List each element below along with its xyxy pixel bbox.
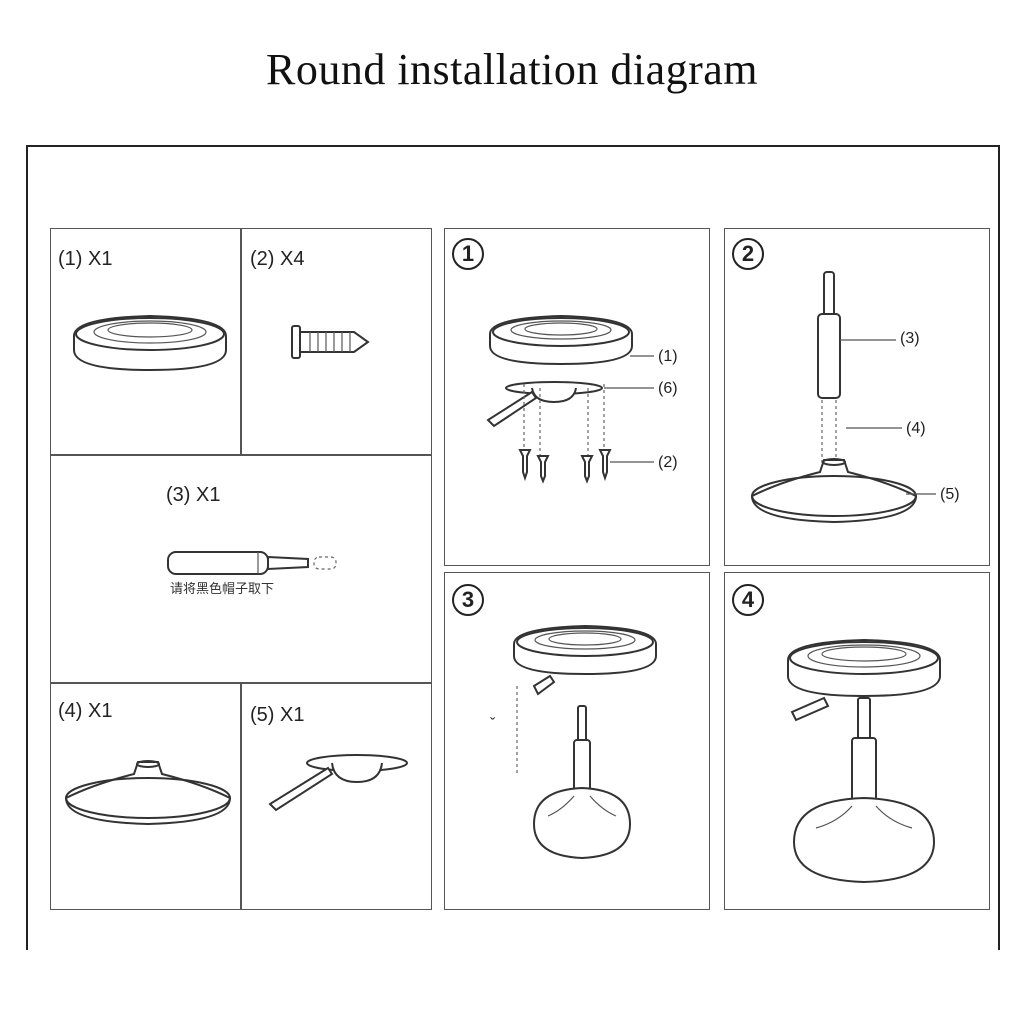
base-icon — [64, 760, 232, 826]
step-3-mark: ˇ — [490, 716, 496, 733]
step-3-guide-line — [516, 686, 518, 776]
step-1-callout-1: (1) — [658, 348, 678, 365]
mechanism-icon — [268, 754, 408, 812]
part-2-label: (2) X4 — [250, 248, 305, 270]
step-1-cell — [444, 228, 710, 566]
step-4-cell — [724, 572, 990, 910]
step-2-callout-5: (5) — [940, 486, 960, 503]
step-2-callout-lines — [840, 339, 936, 495]
part-4-label: (4) X1 — [58, 700, 113, 722]
step-1-seat-icon — [489, 314, 633, 366]
step-2-callout-4: (4) — [906, 420, 926, 437]
step-2-callout-3: (3) — [900, 330, 920, 347]
screw-icon — [291, 325, 370, 359]
part-5-cell — [240, 682, 432, 910]
step-3-number: 3 — [452, 582, 484, 616]
part-3-label: (3) X1 — [166, 484, 221, 506]
part-5-label: (5) X1 — [250, 704, 305, 726]
step-1-callout-lines — [604, 355, 654, 463]
seat-cushion-icon — [73, 314, 227, 372]
step-2-cylinder-icon — [817, 271, 841, 468]
step-1-callout-2: (2) — [658, 454, 678, 471]
step-3-cell — [444, 572, 710, 910]
step-2-number: 2 — [732, 236, 764, 270]
step-3-stand-icon — [532, 705, 632, 860]
part-4-cell — [50, 682, 242, 910]
step-1-number: 1 — [452, 236, 484, 270]
step-4-number: 4 — [732, 582, 764, 616]
page-title: Round installation diagram — [265, 45, 759, 94]
frame-right-border — [998, 145, 1000, 950]
assembled-stool-icon — [787, 638, 941, 884]
step-2-base-icon — [750, 458, 918, 524]
gas-cylinder-icon — [167, 551, 337, 575]
frame-left-border — [26, 145, 28, 950]
part-3-note: 请将黑色帽子取下 — [170, 582, 275, 597]
step-1-screws-icon — [518, 449, 612, 484]
step-2-cell — [724, 228, 990, 566]
step-3-seat-icon — [513, 624, 657, 696]
part-2-cell — [240, 228, 432, 456]
part-1-cell — [50, 228, 242, 456]
part-1-label: (1) X1 — [58, 248, 113, 270]
step-1-callout-6: (6) — [658, 380, 678, 397]
frame-top-border — [26, 145, 1000, 147]
step-1-mechanism-icon — [486, 381, 603, 428]
